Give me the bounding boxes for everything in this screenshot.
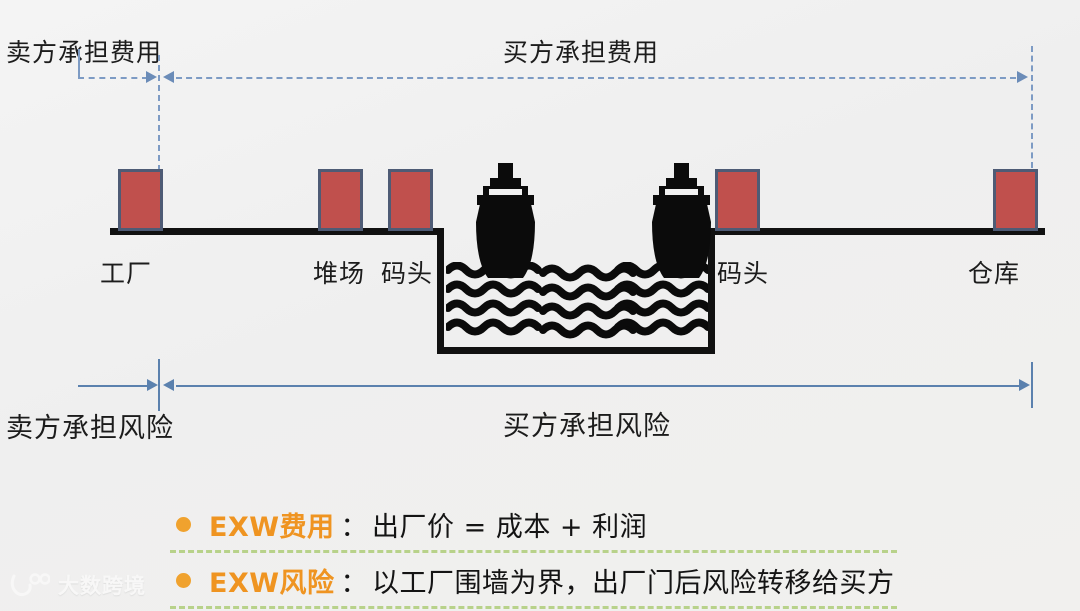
buyer-cost-arrow-left: [163, 71, 174, 83]
note-divider-2: [170, 606, 897, 609]
buyer-risk-label: 买方承担风险: [503, 411, 671, 442]
buyer-risk-arrow-right: [1019, 379, 1030, 391]
bullet-icon-risk: [176, 573, 191, 588]
buyer-cost-label: 买方承担费用: [503, 38, 660, 67]
seller-cost-left-cap: [78, 49, 80, 78]
cargo-box-wharf-origin: [388, 169, 433, 231]
buyer-risk-line: [176, 385, 1019, 387]
seller-cost-dashed-line: [78, 77, 148, 79]
node-label-warehouse: 仓库: [968, 259, 1021, 288]
sea-basin-floor: [437, 347, 715, 354]
cargo-box-factory: [118, 169, 163, 231]
buyer-cost-dashed-line: [176, 77, 1016, 79]
note-text-cost: 出厂价 = 成本 + 利润: [372, 512, 648, 543]
seller-cost-arrow-right: [146, 71, 157, 83]
note-row-cost: EXW费用 ： 出厂价 = 成本 + 利润: [176, 505, 647, 544]
cargo-box-wharf-destination: [715, 169, 760, 231]
cost-divider-line-left: [158, 55, 160, 231]
right-land-line: [710, 228, 1045, 235]
note-divider-1: [170, 550, 897, 553]
right-quay-wall: [708, 228, 715, 354]
watermark-brand: 大数跨境: [58, 574, 146, 598]
cargo-box-warehouse: [993, 169, 1038, 231]
risk-divider-line-right: [1031, 362, 1033, 408]
seller-cost-label: 卖方承担费用: [6, 38, 163, 67]
note-separator-cost: ：: [340, 512, 369, 543]
ship-icon-outbound: [476, 163, 535, 278]
note-tag-risk: EXW风险: [209, 568, 335, 599]
risk-divider-line-left: [158, 359, 160, 411]
left-quay-wall: [437, 228, 444, 354]
buyer-risk-arrow-left: [163, 379, 174, 391]
note-separator-risk: ：: [340, 568, 369, 599]
cargo-box-yard: [318, 169, 363, 231]
seller-risk-label: 卖方承担风险: [6, 413, 174, 444]
seller-risk-line: [78, 385, 150, 387]
node-label-factory: 工厂: [100, 259, 153, 288]
note-row-risk: EXW风险 ： 以工厂围墙为界，出厂门后风险转移给买方: [176, 561, 895, 600]
note-text-risk: 以工厂围墙为界，出厂门后风险转移给买方: [372, 568, 895, 599]
node-label-wharf-origin: 码头: [381, 259, 434, 288]
ship-icon-inbound: [652, 163, 711, 278]
watermark: 大数跨境: [8, 570, 146, 600]
node-label-yard: 堆场: [313, 259, 366, 288]
left-land-line: [110, 228, 442, 235]
bullet-icon-cost: [176, 517, 191, 532]
node-label-wharf-destination: 码头: [717, 259, 770, 288]
seller-risk-arrow-right: [147, 379, 158, 391]
buyer-cost-arrow-right: [1017, 71, 1028, 83]
watermark-logo-icon: [10, 573, 50, 597]
note-tag-cost: EXW费用: [209, 512, 335, 543]
cost-divider-line-right: [1031, 46, 1033, 168]
